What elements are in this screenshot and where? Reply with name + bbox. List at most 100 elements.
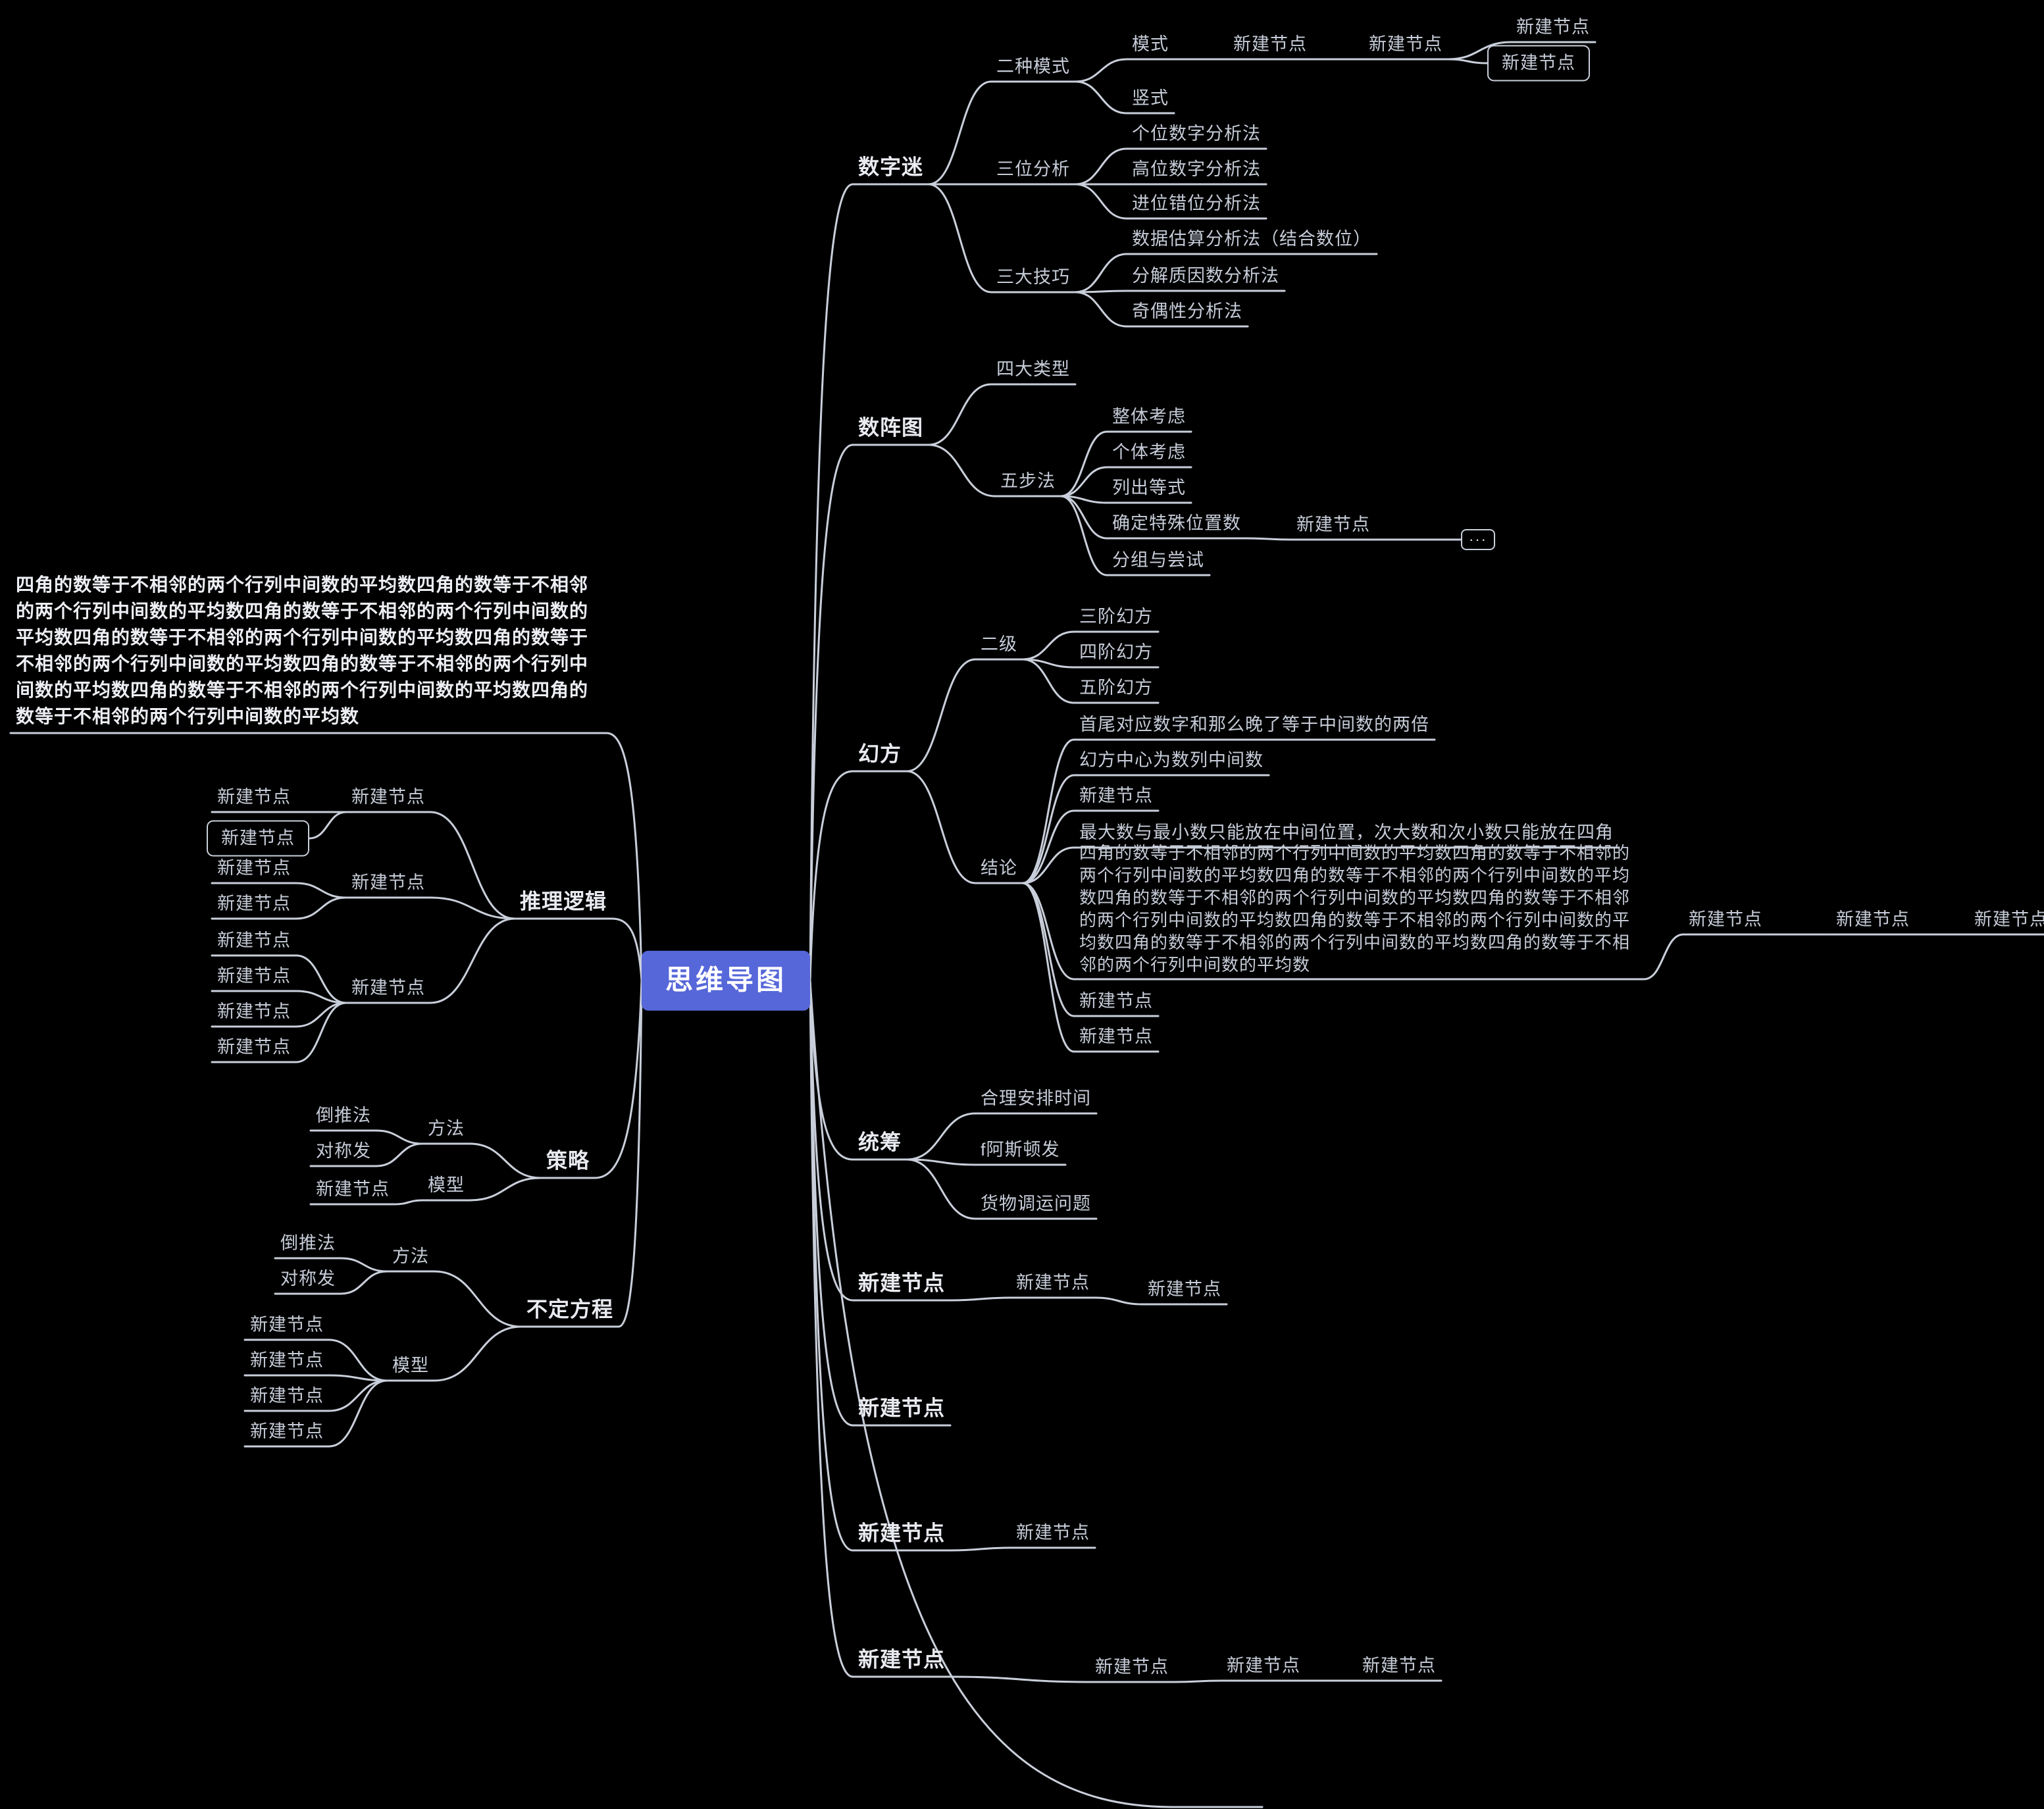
mindmap-node[interactable]: 确定特殊位置数 (1112, 513, 1241, 533)
mindmap-node[interactable]: 新建节点 (858, 1271, 946, 1295)
mindmap-edge (375, 1129, 424, 1145)
mindmap-node[interactable]: 新建节点 (1516, 16, 1590, 37)
mindmap-node[interactable]: 新建节点 (1836, 909, 1910, 929)
mindmap-node[interactable]: 二种模式 (996, 56, 1070, 76)
mindmap-node[interactable]: 幻方 (858, 742, 902, 766)
mindmap-node[interactable]: 统筹 (858, 1130, 902, 1154)
mindmap-edge (328, 1374, 388, 1382)
mindmap-edge (1074, 80, 1128, 115)
mindmap-edge (1021, 658, 1075, 704)
mindmap-node[interactable]: 推理逻辑 (520, 889, 607, 913)
mindmap-node[interactable]: 幻方中心为数列中间数 (1079, 750, 1264, 770)
mindmap-node[interactable]: 新建节点 (1016, 1272, 1090, 1292)
mindmap-node[interactable]: 方法 (392, 1246, 429, 1266)
mindmap-node[interactable]: 四阶幻方 (1079, 642, 1153, 662)
mindmap-node[interactable]: 新建节点 (250, 1350, 324, 1370)
mindmap-edge (1060, 466, 1108, 497)
mindmap-node[interactable]: 新建节点 (1369, 34, 1443, 54)
mindmap-node[interactable]: 四角的数等于不相邻的两个行列中间数的平均数四角的数等于不相邻的两个行列中间数的平… (16, 574, 589, 726)
mindmap-node[interactable]: 不定方程 (526, 1297, 614, 1321)
mindmap-node[interactable]: 五阶幻方 (1079, 677, 1153, 698)
mindmap-node[interactable]: 新建节点 (351, 977, 425, 998)
mindmap-node[interactable]: 最大数与最小数只能放在中间位置，次大数和次小数只能放在四角 (1079, 822, 1614, 842)
collapsed-children-indicator[interactable]: ··· (1461, 529, 1495, 550)
mindmap-node[interactable]: 整体考虑 (1112, 406, 1186, 426)
mindmap-node[interactable]: 新建节点 (1079, 990, 1153, 1011)
mindmap-node[interactable]: 模型 (392, 1355, 429, 1375)
mindmap-node[interactable]: 新建节点 (858, 1396, 946, 1420)
mindmap-node[interactable]: 个位数字分析法 (1132, 123, 1261, 143)
mindmap-node[interactable]: 分解质因数分析法 (1132, 265, 1279, 286)
mindmap-node[interactable]: 方法 (428, 1118, 465, 1138)
mindmap-node-boxed[interactable]: 新建节点 (207, 820, 309, 857)
mindmap-edge (469, 1177, 542, 1202)
mindmap-node[interactable]: 四大类型 (996, 359, 1070, 379)
mindmap-node[interactable]: 进位错位分析法 (1132, 193, 1261, 213)
mindmap-edge (1094, 1296, 1144, 1306)
mindmap-node[interactable]: 结论 (981, 857, 1017, 878)
mindmap-node[interactable]: 新建节点 (1689, 909, 1762, 929)
mindmap-node[interactable]: 模式 (1132, 34, 1169, 54)
mindmap-node[interactable]: 三阶幻方 (1079, 606, 1153, 626)
mindmap-node[interactable]: 高位数字分析法 (1132, 159, 1261, 179)
mindmap-node[interactable]: 三大技巧 (996, 267, 1070, 287)
mindmap-node[interactable]: 新建节点 (1016, 1522, 1090, 1542)
mindmap-node[interactable]: 新建节点 (217, 857, 291, 878)
mindmap-node[interactable]: 新建节点 (250, 1314, 324, 1335)
mindmap-node[interactable]: 新建节点 (858, 1521, 946, 1545)
mindmap-node[interactable]: 新建节点 (1974, 909, 2044, 929)
mindmap-edge (809, 770, 854, 982)
mindmap-node[interactable]: 新建节点 (1095, 1656, 1169, 1677)
mindmap-node[interactable]: 新建节点 (217, 965, 291, 986)
mindmap-node[interactable]: 对称发 (316, 1140, 371, 1161)
mindmap-node[interactable]: 竖式 (1132, 88, 1169, 108)
mindmap-node[interactable]: 新建节点 (217, 930, 291, 950)
mindmap-node[interactable]: 数据估算分析法（结合数位） (1132, 228, 1371, 249)
mindmap-edge (1021, 882, 1075, 1053)
mindmap-node[interactable]: 新建节点 (858, 1647, 946, 1671)
mindmap-node[interactable]: 新建节点 (1079, 1026, 1153, 1046)
mindmap-node-boxed[interactable]: 新建节点 (1487, 45, 1590, 82)
mindmap-node[interactable]: 模型 (428, 1175, 465, 1195)
mindmap-node[interactable]: 新建节点 (250, 1385, 324, 1406)
mindmap-node[interactable]: 新建节点 (1296, 514, 1370, 534)
mindmap-node[interactable]: 新建节点 (1362, 1655, 1436, 1675)
mindmap-node[interactable]: 三位分析 (996, 159, 1070, 179)
mindmap-node[interactable]: 新建节点 (217, 1036, 291, 1057)
mindmap-node[interactable]: 新建节点 (1233, 34, 1307, 54)
mindmap-node[interactable]: 五步法 (1000, 471, 1056, 491)
mindmap-node[interactable]: 新建节点 (1079, 785, 1153, 805)
mindmap-node[interactable]: 列出等式 (1112, 477, 1186, 497)
mindmap-node[interactable]: 倒推法 (316, 1105, 371, 1125)
mindmap-node[interactable]: 新建节点 (250, 1421, 324, 1441)
mindmap-node[interactable]: 新建节点 (217, 893, 291, 913)
mindmap-node[interactable]: 新建节点 (217, 1001, 291, 1021)
mindmap-edge (1643, 933, 1685, 981)
mindmap-edge (429, 896, 516, 920)
mindmap-node[interactable]: 四角的数等于不相邻的两个行列中间数的平均数四角的数等于不相邻的两个行列中间数的平… (1079, 843, 1631, 975)
mindmap-node[interactable]: 分组与尝试 (1112, 549, 1204, 570)
mindmap-edge (906, 658, 977, 773)
mindmap-node[interactable]: 奇偶性分析法 (1132, 301, 1242, 321)
mindmap-node[interactable]: 策略 (546, 1148, 590, 1173)
mindmap-node[interactable]: 首尾对应数字和那么晚了等于中间数的两倍 (1079, 714, 1429, 734)
mindmap-node[interactable]: f阿斯顿发 (981, 1139, 1060, 1159)
mindmap-node[interactable]: 数阵图 (858, 415, 924, 440)
mindmap-node[interactable]: 对称发 (280, 1268, 336, 1288)
mindmap-node[interactable]: 新建节点 (1227, 1655, 1300, 1675)
mindmap-node[interactable]: 个体考虑 (1112, 442, 1186, 462)
mindmap-node[interactable]: 合理安排时间 (981, 1088, 1091, 1108)
mindmap-node[interactable]: 数字迷 (858, 155, 924, 179)
mindmap-node[interactable]: 新建节点 (316, 1179, 390, 1199)
mindmap-edge (1060, 430, 1108, 497)
mindmap-edge (1074, 253, 1128, 293)
mindmap-node[interactable]: 倒推法 (280, 1233, 336, 1253)
mindmap-node[interactable]: 新建节点 (1148, 1279, 1221, 1299)
mindmap-node[interactable]: 新建节点 (351, 786, 425, 807)
mindmap-node[interactable]: 新建节点 (217, 786, 291, 807)
mindmap-node[interactable]: 新建节点 (351, 872, 425, 892)
central-topic[interactable]: 思维导图 (642, 950, 811, 1011)
mindmap-node[interactable]: 货物调运问题 (981, 1193, 1091, 1213)
mindmap-node[interactable]: 二级 (981, 634, 1017, 654)
